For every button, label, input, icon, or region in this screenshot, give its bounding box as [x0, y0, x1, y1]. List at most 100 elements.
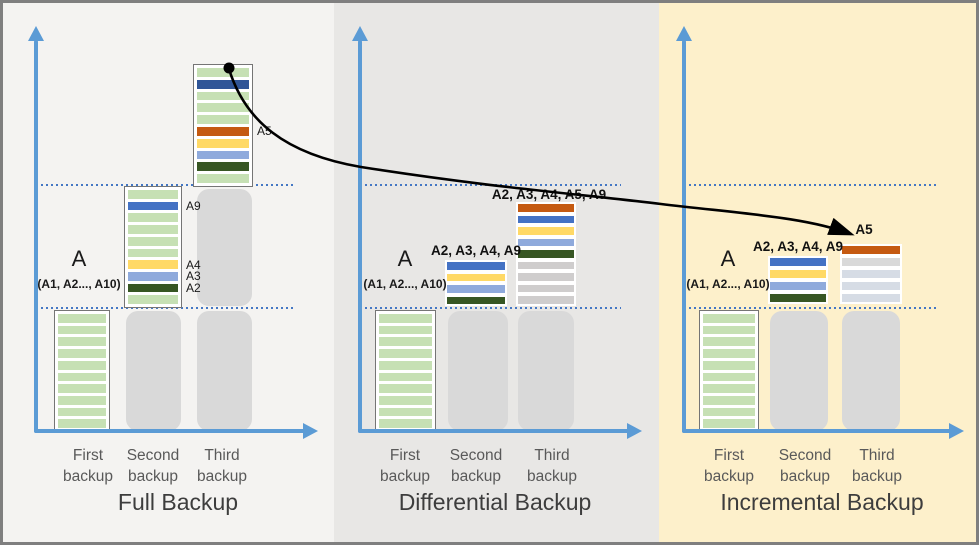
- data-block-stripe: [58, 337, 106, 347]
- backup-bar: [124, 186, 182, 308]
- y-axis: [358, 40, 362, 433]
- ghost-bar: [197, 189, 252, 306]
- data-block-stripe: [379, 384, 432, 393]
- y-axis-arrow-icon: [676, 26, 692, 41]
- changed-blocks-stack: [518, 204, 574, 308]
- backup-bar: [193, 64, 253, 187]
- data-block-stripe: [447, 285, 505, 293]
- data-block-stripe: [703, 395, 755, 405]
- backup-bar: [375, 310, 436, 432]
- dataset-label: A: [71, 246, 87, 271]
- changed-blocks-label: A5: [855, 222, 873, 237]
- x-axis: [34, 429, 306, 433]
- data-block-stripe: [447, 273, 505, 281]
- threshold-dotted-line: [36, 307, 293, 309]
- data-block-stripe: [770, 270, 826, 278]
- y-axis-arrow-icon: [28, 26, 44, 41]
- data-block-stripe: [379, 349, 432, 358]
- ghost-bar: [197, 311, 252, 431]
- data-block-stripe: [197, 103, 249, 113]
- data-block-stripe: [518, 215, 574, 223]
- x-axis: [358, 429, 630, 433]
- data-block-stripe: [703, 337, 755, 347]
- data-block-stripe: [770, 282, 826, 290]
- data-block-stripe: [58, 314, 106, 323]
- data-block-stripe: [197, 138, 249, 148]
- data-block-stripe: [770, 294, 826, 302]
- changed-blocks-stack: [770, 258, 826, 306]
- changed-blocks-stack: [842, 246, 900, 306]
- data-block-stripe: [518, 273, 574, 281]
- data-block-stripe: [518, 284, 574, 292]
- ghost-bar: [842, 311, 900, 431]
- data-block-stripe: [379, 407, 432, 417]
- data-block-stripe: [58, 407, 106, 417]
- data-block-stripe: [128, 213, 178, 223]
- data-block-stripe: [703, 372, 755, 382]
- x-axis: [682, 429, 952, 433]
- data-block-stripe: [703, 325, 755, 335]
- block-id-label: A9: [186, 199, 201, 214]
- x-axis-arrow-icon: [303, 423, 318, 439]
- data-block-stripe: [703, 314, 755, 323]
- data-block-stripe: [197, 126, 249, 136]
- threshold-dotted-line: [684, 307, 938, 309]
- x-axis-arrow-icon: [627, 423, 642, 439]
- data-block-stripe: [197, 162, 249, 172]
- tick-label: Second backup: [778, 447, 832, 485]
- threshold-dotted-line: [360, 184, 621, 186]
- block-id-label: A3: [186, 269, 201, 284]
- data-block-stripe: [703, 360, 755, 370]
- data-block-stripe: [379, 419, 432, 429]
- block-id-label: A5: [257, 124, 272, 139]
- data-block-stripe: [703, 384, 755, 393]
- data-block-stripe: [770, 258, 826, 266]
- data-block-stripe: [703, 407, 755, 417]
- threshold-dotted-line: [360, 307, 621, 309]
- data-block-stripe: [58, 325, 106, 335]
- ghost-bar: [448, 311, 508, 431]
- changed-blocks-label: A2, A3, A4, A9: [752, 239, 844, 254]
- panel-title: Full Backup: [117, 489, 239, 515]
- tick-label: First backup: [63, 447, 113, 485]
- data-block-stripe: [128, 236, 178, 246]
- data-block-stripe: [58, 419, 106, 429]
- data-block-stripe: [197, 115, 249, 124]
- data-block-stripe: [518, 261, 574, 269]
- data-block-stripe: [197, 68, 249, 77]
- data-block-stripe: [518, 296, 574, 304]
- data-block-stripe: [518, 250, 574, 258]
- data-block-stripe: [58, 360, 106, 370]
- data-block-stripe: [518, 227, 574, 235]
- data-block-stripe: [379, 314, 432, 323]
- data-block-stripe: [379, 325, 432, 335]
- tick-label: Third backup: [197, 447, 247, 485]
- dataset-label: A: [720, 246, 736, 271]
- data-block-stripe: [128, 260, 178, 269]
- data-block-stripe: [518, 204, 574, 212]
- dataset-label: A: [397, 246, 413, 271]
- dataset-sublabel: (A1, A2..., A10): [686, 277, 770, 291]
- block-id-label: A4: [186, 257, 201, 272]
- data-block-stripe: [128, 295, 178, 305]
- data-block-stripe: [703, 349, 755, 358]
- threshold-dotted-line: [36, 184, 293, 186]
- tick-label: First backup: [380, 447, 430, 485]
- threshold-dotted-line: [684, 184, 938, 186]
- data-block-stripe: [128, 283, 178, 293]
- dataset-sublabel: (A1, A2..., A10): [363, 277, 447, 291]
- y-axis-arrow-icon: [352, 26, 368, 41]
- data-block-stripe: [58, 349, 106, 358]
- panel-title: Differential Backup: [398, 489, 592, 515]
- data-block-stripe: [197, 174, 249, 183]
- data-block-stripe: [518, 238, 574, 246]
- data-block-stripe: [58, 384, 106, 393]
- ghost-bar: [518, 311, 574, 431]
- data-block-stripe: [842, 294, 900, 302]
- data-block-stripe: [58, 372, 106, 382]
- changed-blocks-stack: [447, 262, 505, 308]
- dataset-sublabel: (A1, A2..., A10): [37, 277, 121, 291]
- data-block-stripe: [447, 262, 505, 270]
- ghost-bar: [770, 311, 828, 431]
